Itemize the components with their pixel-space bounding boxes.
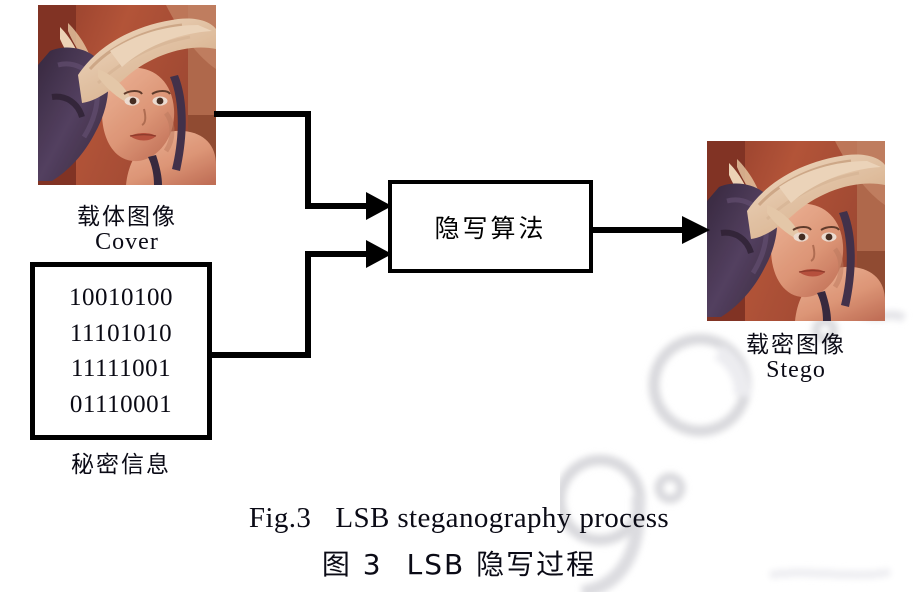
edge-secret-to-algorithm [211, 240, 392, 358]
stego-image [706, 141, 886, 321]
figure-caption-cn-prefix: 图 3 [321, 548, 383, 581]
algorithm-label: 隐写算法 [434, 213, 547, 243]
figure-caption-cn: 图 3 LSB 隐写过程 [0, 543, 918, 583]
bit-line: 11111001 [70, 355, 172, 382]
stego-label-cn: 载密图像 [746, 332, 846, 358]
edge-cover-to-algorithm [214, 111, 392, 220]
bit-line: 10010100 [69, 284, 173, 311]
secret-message-box: 10010100 11101010 11111001 01110001 [30, 262, 212, 440]
cover-label-cn: 载体图像 [77, 204, 177, 230]
figure-caption-en-prefix: Fig.3 [248, 502, 312, 534]
steganography-algorithm-box: 隐写算法 [388, 180, 593, 273]
stego-label-en: Stego [766, 357, 826, 383]
figure-caption-cn-text: LSB 隐写过程 [406, 548, 597, 581]
cover-image [38, 5, 216, 185]
cover-label-en: Cover [95, 229, 159, 255]
figure-caption-en: Fig.3 LSB steganography process [0, 502, 918, 535]
secret-bit-lines: 10010100 11101010 11111001 01110001 [35, 267, 207, 435]
edge-algorithm-to-stego [592, 216, 710, 244]
figure-caption-en-text: LSB steganography process [335, 502, 670, 534]
secret-label-cn: 秘密信息 [71, 452, 171, 478]
bit-line: 01110001 [69, 390, 173, 418]
bit-line: 11101010 [69, 319, 173, 347]
